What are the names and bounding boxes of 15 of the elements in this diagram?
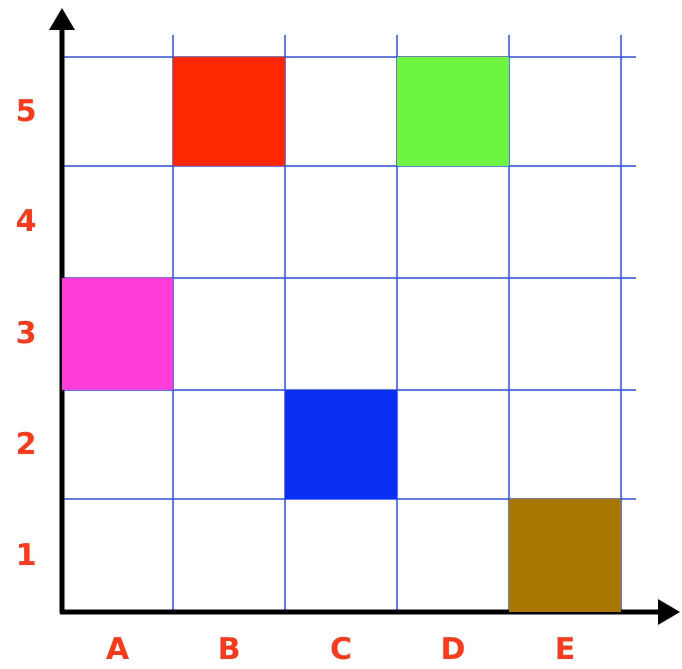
column-label: A: [104, 635, 130, 665]
row-label: 5: [14, 96, 38, 126]
filled-square: [62, 278, 173, 390]
row-label: 1: [14, 540, 38, 570]
column-label: D: [440, 635, 466, 665]
row-label: 2: [14, 430, 38, 460]
filled-square: [509, 499, 621, 612]
column-label: C: [328, 635, 354, 665]
row-label: 4: [14, 207, 38, 237]
filled-square: [397, 57, 509, 166]
column-label: E: [554, 635, 576, 665]
filled-square: [173, 57, 285, 166]
row-label: 3: [14, 319, 38, 349]
filled-square: [285, 390, 397, 499]
column-label: B: [216, 635, 242, 665]
